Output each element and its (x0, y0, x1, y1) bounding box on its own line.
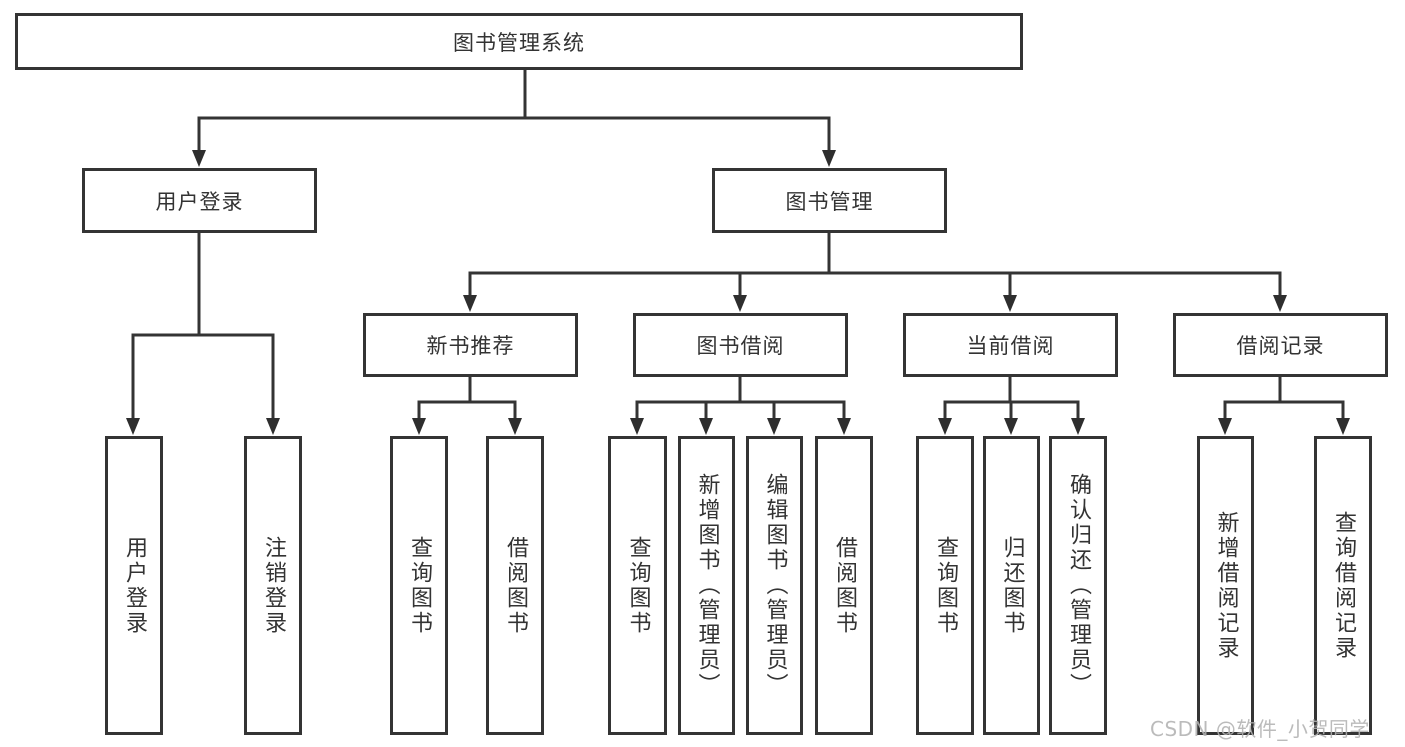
leaf-current-query-books-label: 查询图书 (933, 535, 958, 636)
leaf-borrow-books: 借阅图书 (815, 436, 873, 735)
node-root: 图书管理系统 (15, 13, 1023, 70)
leaf-edit-books-admin-label: 编辑图书（管理员） (762, 473, 788, 698)
leaf-add-borrow-record-label: 新增借阅记录 (1213, 510, 1239, 661)
arrowhead (412, 418, 426, 435)
leaf-edit-books-admin: 编辑图书（管理员） (746, 436, 803, 735)
node-book-management-label: 图书管理 (785, 189, 874, 214)
leaf-add-books-admin-label: 新增图书（管理员） (694, 473, 720, 698)
leaf-query-borrow-record: 查询借阅记录 (1314, 436, 1372, 735)
node-book-management: 图书管理 (712, 168, 947, 233)
leaf-return-books: 归还图书 (983, 436, 1040, 735)
leaf-borrow-query-books: 查询图书 (608, 436, 667, 735)
leaf-borrow-query-books-label: 查询图书 (625, 535, 651, 636)
node-book-borrow: 图书借阅 (633, 313, 848, 377)
leaf-current-query-books: 查询图书 (916, 436, 974, 735)
leaf-confirm-return-admin-label: 确认归还（管理员） (1066, 473, 1091, 698)
arrowhead (630, 418, 644, 435)
leaf-add-borrow-record: 新增借阅记录 (1197, 436, 1254, 735)
arrowhead (938, 418, 952, 435)
leaf-logout: 注销登录 (244, 436, 302, 735)
arrowhead (1336, 418, 1350, 435)
arrowhead (1218, 418, 1232, 435)
leaf-borrow-books-label: 借阅图书 (832, 535, 857, 636)
node-user-login-label: 用户登录 (155, 189, 244, 214)
node-root-label: 图书管理系统 (453, 30, 585, 55)
arrowhead (192, 150, 206, 167)
leaf-query-borrow-record-label: 查询借阅记录 (1331, 510, 1356, 661)
arrowhead (1273, 295, 1287, 312)
leaf-return-books-label: 归还图书 (999, 535, 1025, 636)
node-user-login: 用户登录 (82, 168, 317, 233)
arrowhead (822, 150, 836, 167)
leaf-recommend-borrow-books: 借阅图书 (486, 436, 544, 735)
arrowhead (508, 418, 522, 435)
arrowhead (463, 295, 477, 312)
arrowhead (126, 418, 140, 435)
arrowhead (767, 418, 781, 435)
leaf-recommend-query-books: 查询图书 (390, 436, 448, 735)
node-current-borrow-label: 当前借阅 (966, 334, 1055, 358)
arrowhead (699, 418, 713, 435)
arrowhead (1004, 418, 1018, 435)
node-borrow-records: 借阅记录 (1173, 313, 1388, 377)
leaf-recommend-query-books-label: 查询图书 (407, 535, 432, 636)
node-book-borrow-label: 图书借阅 (696, 334, 785, 358)
arrowhead (266, 418, 280, 435)
arrowhead (733, 295, 747, 312)
node-new-book-recommend-label: 新书推荐 (426, 334, 515, 358)
leaf-add-books-admin: 新增图书（管理员） (678, 436, 735, 735)
node-current-borrow: 当前借阅 (903, 313, 1118, 377)
csdn-watermark: CSDN @软件_小贺同学 (1150, 717, 1370, 741)
leaf-user-login-label: 用户登录 (122, 535, 147, 636)
leaf-user-login: 用户登录 (105, 436, 163, 735)
leaf-logout-label: 注销登录 (261, 535, 286, 636)
arrowhead (1003, 295, 1017, 312)
leaf-confirm-return-admin: 确认归还（管理员） (1049, 436, 1107, 735)
arrowheads (126, 150, 1350, 435)
arrowhead (1071, 418, 1085, 435)
leaf-recommend-borrow-books-label: 借阅图书 (503, 535, 528, 636)
arrowhead (837, 418, 851, 435)
node-borrow-records-label: 借阅记录 (1236, 334, 1325, 358)
node-new-book-recommend: 新书推荐 (363, 313, 578, 377)
